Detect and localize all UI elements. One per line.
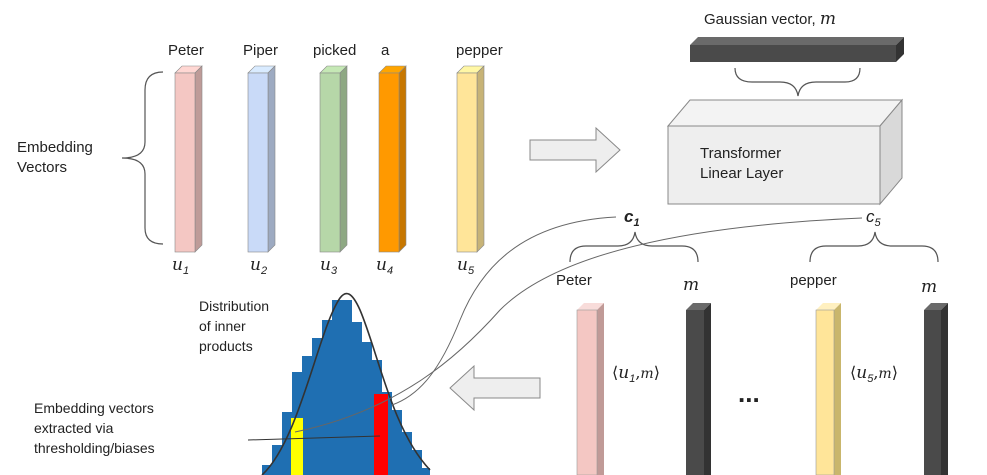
distribution-label-line2: of inner: [199, 318, 246, 334]
histogram-bar: [412, 450, 422, 475]
word-label-piper: Piper: [243, 42, 278, 59]
c1-brace: [569, 231, 699, 263]
histogram-bar: [352, 322, 362, 475]
c5-connector: [294, 217, 863, 433]
embedding-vector-bar-u2: [247, 65, 276, 253]
word-label-a: a: [381, 42, 390, 59]
gaussian-vector: [690, 37, 904, 62]
c5-label: c5: [866, 207, 882, 229]
inner-product-histogram: [262, 300, 430, 475]
transformer-label-line1: Transformer: [700, 145, 781, 162]
pepper-bar-lower: [815, 303, 841, 475]
distribution-label-line3: products: [199, 338, 253, 354]
gaussian-vector-label: Gaussian vector, m: [704, 9, 836, 29]
c1-label: c1: [624, 207, 640, 229]
c5-brace: [809, 231, 939, 263]
pair-word-pepper: pepper: [790, 272, 837, 289]
extract-label-line3: thresholding/biases: [34, 440, 155, 456]
embedding-vector-bar-u4: [378, 65, 407, 253]
embedding-vector-bar-u1: [174, 65, 203, 253]
vector-label-u4: u4: [376, 255, 393, 277]
pair-word-peter: Peter: [556, 272, 592, 289]
inner-product-2: ⟨u5,m⟩: [850, 363, 898, 385]
histogram-bar: [322, 320, 332, 475]
inner-product-1: ⟨u1,m⟩: [612, 363, 660, 385]
c1-connector: [391, 216, 617, 406]
left-arrow: [449, 364, 541, 412]
histogram-bar: [272, 445, 282, 475]
histogram-bar: [332, 300, 342, 475]
m-bar-lower-2: [924, 303, 948, 475]
pair-m-2: m: [921, 277, 937, 297]
histogram-bar: [392, 410, 402, 475]
histogram-bar: [302, 356, 312, 475]
distribution-label-line1: Distribution: [199, 298, 269, 314]
top-word-labels: Peter Piper picked a pepper: [168, 42, 503, 59]
histogram-bar: [402, 432, 412, 475]
histogram-bar: [312, 338, 322, 475]
transformer-box: [666, 98, 904, 206]
embedding-vector-bar-u5: [456, 65, 485, 253]
embedding-vector-bars: [174, 65, 485, 253]
histogram-bar: [362, 342, 372, 475]
embedding-vectors-label-line2: Vectors: [17, 159, 67, 176]
transformer-label-line2: Linear Layer: [700, 165, 783, 182]
extract-label-line1: Embedding vectors: [34, 400, 154, 416]
vector-labels: u1 u2 u3 u4 u5: [172, 255, 475, 277]
word-label-picked: picked: [313, 42, 356, 59]
gaussian-curve: [261, 292, 431, 475]
vector-label-u2: u2: [250, 255, 267, 277]
threshold-line: [247, 435, 381, 441]
threshold-highlight-yellow: [291, 418, 303, 475]
right-arrow: [529, 126, 621, 174]
vector-label-u5: u5: [457, 255, 475, 277]
pair-m-1: m: [683, 275, 699, 295]
threshold-highlight-red: [374, 394, 388, 475]
vector-label-u1: u1: [172, 255, 189, 277]
embedding-vectors-label-line1: Embedding: [17, 139, 93, 156]
histogram-bar: [282, 412, 292, 475]
histogram-bar: [422, 468, 430, 475]
histogram-bar: [342, 300, 352, 475]
extract-label-line2: extracted via: [34, 420, 114, 436]
word-label-pepper: pepper: [456, 42, 503, 59]
left-brace: [121, 71, 164, 245]
ellipsis: ...: [738, 378, 760, 408]
gaussian-brace: [734, 67, 861, 97]
word-label-peter: Peter: [168, 42, 204, 59]
peter-bar-lower: [576, 303, 604, 475]
m-bar-lower-1: [686, 303, 711, 475]
vector-label-u3: u3: [320, 255, 338, 277]
embedding-vector-bar-u3: [319, 65, 348, 253]
